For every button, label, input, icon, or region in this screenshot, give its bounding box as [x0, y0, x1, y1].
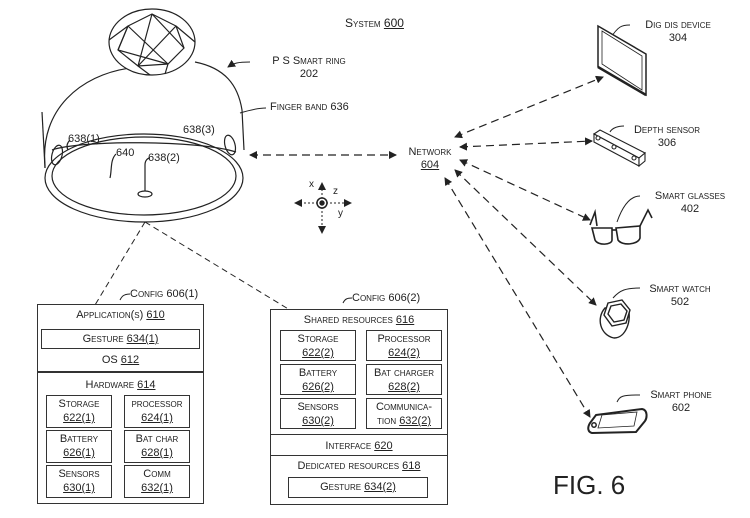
display-link: [454, 75, 604, 139]
dedicated-resources-label: Dedicated resources 618: [271, 460, 447, 472]
os-ref: 612: [120, 354, 140, 366]
depth-sensor-name: Depth sensor: [633, 124, 701, 136]
smart-glasses-ref: 402: [680, 203, 700, 215]
config1-divider: [38, 371, 203, 373]
surface-label: 640: [116, 147, 135, 159]
system-title: System 600: [345, 17, 404, 30]
hardware-label: Hardware 614: [38, 379, 203, 391]
sensor-label-2: 638(2): [148, 152, 180, 164]
smart-watch-ref: 502: [670, 296, 690, 308]
axis-z-label: z: [333, 186, 338, 197]
depth-sensor-label: Depth sensor 306: [622, 124, 712, 150]
smart-phone-name: Smart phone: [650, 389, 712, 401]
glasses-link: [459, 159, 591, 221]
phone-icon: [587, 407, 648, 435]
smart-ring-ref: 202: [299, 68, 319, 80]
applications-label: Application(s) 610: [38, 309, 203, 321]
depth-sensor-link: [459, 137, 593, 151]
os-text: OS: [101, 354, 118, 366]
os-label: OS 612: [38, 354, 203, 366]
smart-watch-name: Smart watch: [649, 283, 711, 295]
display-device-ref: 304: [668, 32, 688, 44]
interface-ref: 620: [374, 440, 393, 452]
gesture-1-text: Gesture: [82, 333, 124, 345]
dedicated-resources-text: Dedicated resources: [297, 460, 400, 472]
shared-resources-label: Shared resources 616: [271, 314, 447, 326]
glasses-icon: [589, 208, 653, 245]
phone-link: [444, 177, 591, 418]
display-icon: [597, 24, 647, 97]
smart-ring-name: P S Smart ring: [272, 55, 346, 67]
smart-glasses-name: Smart glasses: [654, 190, 726, 202]
axes-icon: [294, 182, 352, 234]
applications-ref: 610: [146, 309, 165, 321]
smart-glasses-label: Smart glasses 402: [640, 190, 740, 216]
hardware-ref: 614: [137, 379, 156, 391]
depth-sensor-icon: [592, 129, 646, 168]
applications-text: Application(s): [76, 309, 144, 321]
config2-label: Config 606(2): [352, 292, 421, 304]
gesture-1-box: Gesture 634(1): [41, 329, 200, 349]
system-title-text: System: [345, 16, 381, 30]
smart-phone-ref: 602: [671, 402, 691, 414]
system-title-ref: 600: [383, 16, 404, 30]
depth-sensor-ref: 306: [657, 137, 677, 149]
sensor-label-3: 638(3): [183, 124, 215, 136]
network-node: Network 604: [400, 146, 460, 172]
smart-ring-icon: [41, 8, 245, 223]
gesture-2-box: Gesture 634(2): [288, 477, 428, 498]
network-ref: 604: [420, 159, 440, 171]
axis-x-label: x: [309, 179, 314, 190]
config1-label: Config 606(1): [130, 288, 199, 300]
gesture-2-text: Gesture: [320, 481, 362, 493]
network-links: [249, 75, 604, 418]
sensor-label-1: 638(1): [68, 133, 100, 145]
config1-box: Application(s) 610 Gesture 634(1) OS 612…: [37, 304, 204, 504]
network-name: Network: [408, 146, 452, 158]
gesture-1-ref: 634(1): [126, 333, 159, 345]
shared-resources-text: Shared resources: [303, 314, 393, 326]
watch-icon: [599, 299, 631, 339]
hardware-text: Hardware: [85, 379, 135, 391]
smart-ring-label: P S Smart ring 202: [254, 55, 364, 81]
shared-resources-ref: 616: [395, 314, 415, 326]
interface-label: Interface 620: [271, 440, 447, 452]
smart-watch-label: Smart watch 502: [640, 283, 720, 309]
dedicated-resources-ref: 618: [402, 460, 421, 472]
shared-cell-communication: Communica-tion 632(2): [366, 398, 442, 429]
finger-band-label: Finger band 636: [270, 101, 349, 113]
display-device-name: Dig dis device: [645, 19, 711, 31]
interface-text: Interface: [325, 440, 372, 452]
smart-phone-label: Smart phone 602: [638, 389, 724, 415]
display-device-label: Dig dis device 304: [628, 19, 728, 45]
gesture-2-ref: 634(2): [364, 481, 396, 493]
figure-label: FIG. 6: [553, 470, 626, 500]
axis-y-label: y: [338, 208, 343, 219]
